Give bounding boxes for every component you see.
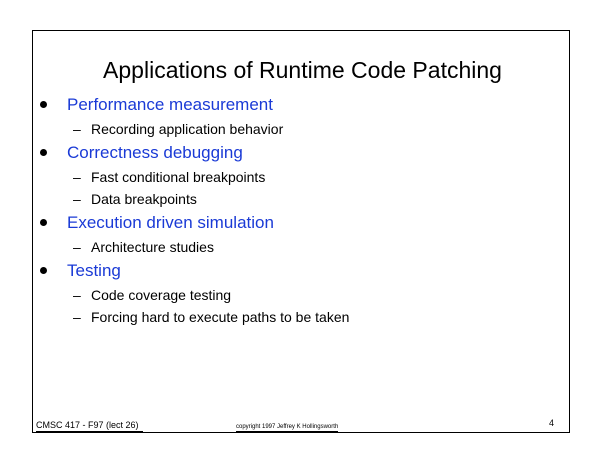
bullet-list: Performance measurement – Recording appl… — [40, 92, 560, 328]
sub-item: – Data breakpoints — [40, 188, 560, 210]
dash-marker: – — [73, 169, 81, 185]
bullet-dot — [40, 267, 47, 274]
sub-item-text: Data breakpoints — [91, 191, 197, 207]
dash-marker: – — [73, 191, 81, 207]
sub-list: – Fast conditional breakpoints – Data br… — [40, 166, 560, 210]
sub-item-text: Forcing hard to execute paths to be take… — [91, 309, 350, 325]
sub-item-text: Code coverage testing — [91, 287, 232, 303]
sub-item: – Architecture studies — [40, 236, 560, 258]
sub-item-text: Architecture studies — [91, 239, 214, 255]
bullet-text: Performance measurement — [67, 95, 273, 114]
sub-item: – Recording application behavior — [40, 118, 560, 140]
bullet-item-testing: Testing – Code coverage testing – Forcin… — [40, 258, 560, 328]
sub-item: – Forcing hard to execute paths to be ta… — [40, 306, 560, 328]
bullet-dot — [40, 219, 47, 226]
footer-copyright: copyright 1997 Jeffrey K Hollingsworth — [236, 424, 339, 432]
page-number: 4 — [549, 418, 555, 428]
footer-course-label: CMSC 417 - F97 (lect 26) — [36, 420, 143, 432]
bullet-item-correctness-debugging: Correctness debugging – Fast conditional… — [40, 140, 560, 210]
bullet-text: Execution driven simulation — [67, 213, 274, 232]
sub-list: – Code coverage testing – Forcing hard t… — [40, 284, 560, 328]
bullet-text: Testing — [67, 261, 121, 280]
sub-list: – Architecture studies — [40, 236, 560, 258]
slide-title: Applications of Runtime Code Patching — [103, 57, 502, 83]
dash-marker: – — [73, 121, 81, 137]
sub-item-text: Recording application behavior — [91, 121, 284, 137]
dash-marker: – — [73, 309, 81, 325]
bullet-item-execution-driven-simulation: Execution driven simulation – Architectu… — [40, 210, 560, 258]
bullet-dot — [40, 101, 47, 108]
slide-frame — [32, 30, 570, 433]
dash-marker: – — [73, 239, 81, 255]
dash-marker: – — [73, 287, 81, 303]
sub-list: – Recording application behavior — [40, 118, 560, 140]
sub-item: – Fast conditional breakpoints — [40, 166, 560, 188]
sub-item-text: Fast conditional breakpoints — [91, 169, 266, 185]
bullet-item-performance-measurement: Performance measurement – Recording appl… — [40, 92, 560, 140]
bullet-text: Correctness debugging — [67, 143, 243, 162]
sub-item: – Code coverage testing — [40, 284, 560, 306]
bullet-dot — [40, 149, 47, 156]
